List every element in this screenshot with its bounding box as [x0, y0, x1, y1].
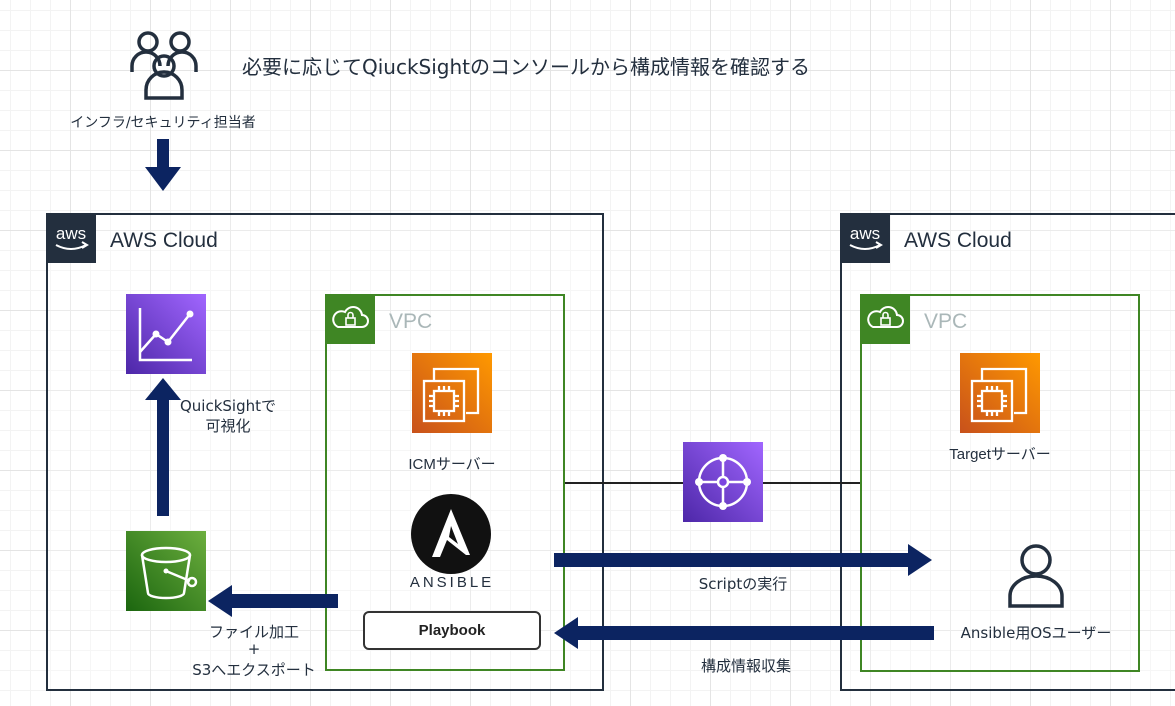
ec2-instance-icon — [960, 353, 1040, 433]
playbook-box: Playbook — [363, 611, 541, 650]
svg-text:aws: aws — [850, 224, 880, 243]
svg-text:aws: aws — [56, 224, 86, 243]
ansible-logo-icon — [411, 494, 491, 574]
ansible-user-label: Ansible用OSユーザー — [960, 624, 1112, 642]
arrow-config-collect — [554, 617, 934, 649]
arrow-script-exec — [554, 544, 932, 576]
aws-logo-icon: aws — [840, 213, 890, 263]
export-label-line1: ファイル加工 — [208, 623, 300, 641]
left-cloud-title: AWS Cloud — [110, 229, 218, 252]
arrow-ansible-to-s3 — [208, 585, 338, 617]
vpc-cloud-lock-icon — [860, 294, 910, 344]
quicksight-label-line1: QuickSightで — [179, 397, 277, 415]
left-vpc-title: VPC — [389, 310, 433, 333]
left-vpc-group: VPC — [325, 294, 565, 671]
script-exec-label: Scriptの実行 — [698, 575, 788, 593]
export-label-line3: S3へエクスポート — [192, 661, 316, 679]
ec2-instance-icon — [412, 353, 492, 433]
right-aws-cloud-group: aws AWS Cloud — [840, 213, 1175, 691]
vpc-cloud-lock-icon — [325, 294, 375, 344]
s3-bucket-icon — [126, 531, 206, 611]
icm-server-label: ICMサーバー — [408, 456, 496, 473]
quicksight-icon — [126, 294, 206, 374]
diagram-title: 必要に応じてQiuckSightのコンソールから構成情報を確認する — [242, 55, 811, 79]
ansible-label: ANSIBLE — [409, 574, 495, 591]
quicksight-label-line2: 可視化 — [205, 417, 251, 435]
config-collect-label: 構成情報収集 — [700, 657, 792, 675]
export-label-line2: + — [247, 640, 261, 658]
right-vpc-group: VPC — [860, 294, 1140, 672]
target-server-label: Targetサーバー — [949, 446, 1051, 463]
actor-label: インフラ/セキュリティ担当者 — [70, 115, 256, 131]
right-vpc-title: VPC — [924, 310, 968, 333]
right-cloud-title: AWS Cloud — [904, 229, 1012, 252]
users-icon — [130, 31, 198, 100]
aws-logo-icon: aws — [46, 213, 96, 263]
user-icon — [1008, 544, 1064, 608]
arrow-s3-to-quicksight — [145, 378, 181, 516]
arrow-actor-to-cloud — [145, 139, 181, 191]
transit-gateway-icon — [683, 442, 763, 522]
